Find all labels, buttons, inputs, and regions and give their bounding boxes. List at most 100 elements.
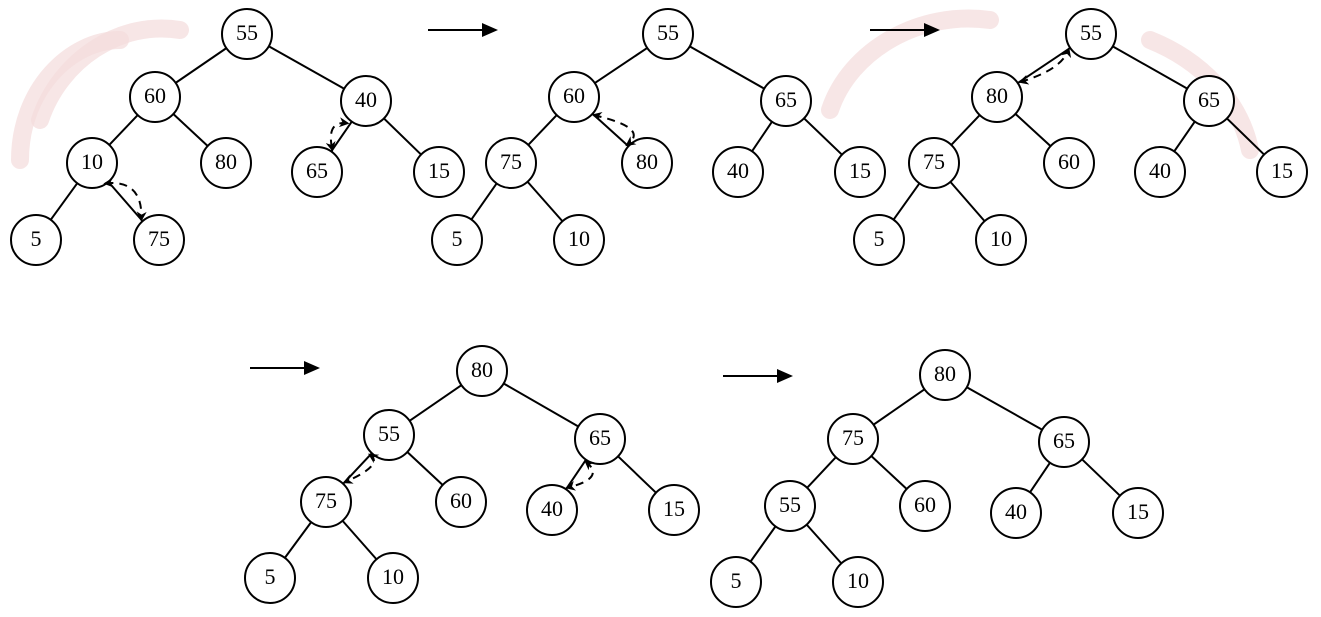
watermark xyxy=(11,9,1259,169)
node-circle xyxy=(548,71,600,123)
node-circle xyxy=(526,484,578,536)
tree-node: 10 xyxy=(553,214,605,266)
tree-node: 75 xyxy=(485,137,537,189)
tree-node: 5 xyxy=(431,214,483,266)
swap-arrow xyxy=(103,177,147,222)
tree-node: 75 xyxy=(133,214,185,266)
tree-edge xyxy=(1017,47,1071,84)
tree-edge xyxy=(409,384,462,422)
tree-edge xyxy=(749,525,777,563)
step-arrow xyxy=(428,23,498,37)
node-value: 55 xyxy=(378,421,400,446)
node-circle xyxy=(621,137,673,189)
tree-node: 55 xyxy=(363,409,415,461)
tree-edge xyxy=(594,47,648,84)
node-circle xyxy=(221,8,273,60)
tree-node: 55 xyxy=(764,480,816,532)
node-circle xyxy=(1065,8,1117,60)
node-circle xyxy=(712,146,764,198)
node-value: 40 xyxy=(355,87,377,112)
node-value: 75 xyxy=(842,425,864,450)
tree-node: 15 xyxy=(413,146,465,198)
tree-edge xyxy=(1226,117,1265,156)
node-circle xyxy=(431,214,483,266)
node-circle xyxy=(899,480,951,532)
node-circle xyxy=(764,480,816,532)
tree-node: 5 xyxy=(244,552,296,604)
node-circle xyxy=(853,214,905,266)
tree-node: 40 xyxy=(340,75,392,127)
tree-node: 65 xyxy=(574,413,626,465)
tree-node: 65 xyxy=(1038,416,1090,468)
node-value: 5 xyxy=(31,226,42,251)
node-value: 65 xyxy=(589,425,611,450)
node-value: 80 xyxy=(636,149,658,174)
tree-node: 60 xyxy=(548,71,600,123)
tree-edge xyxy=(107,181,144,222)
node-circle xyxy=(456,345,508,397)
node-circle xyxy=(834,146,886,198)
node-value: 15 xyxy=(849,158,871,183)
node-circle xyxy=(435,476,487,528)
node-circle xyxy=(1134,146,1186,198)
node-circle xyxy=(908,137,960,189)
tree-node: 15 xyxy=(648,484,700,536)
tree-node: 55 xyxy=(642,8,694,60)
tree-node: 5 xyxy=(853,214,905,266)
node-value: 5 xyxy=(731,568,742,593)
node-circle xyxy=(990,487,1042,539)
node-circle xyxy=(1038,416,1090,468)
swap-arrow xyxy=(342,453,380,484)
tree-node: 40 xyxy=(712,146,764,198)
tree-edge xyxy=(341,520,378,560)
tree-node: 40 xyxy=(526,484,578,536)
tree-edge xyxy=(330,121,353,152)
tree-edge xyxy=(892,182,921,221)
node-circle xyxy=(710,556,762,608)
tree-node: 40 xyxy=(990,487,1042,539)
node-value: 55 xyxy=(1080,20,1102,45)
node-value: 15 xyxy=(1271,158,1293,183)
tree-node: 55 xyxy=(221,8,273,60)
node-value: 65 xyxy=(1198,87,1220,112)
node-value: 10 xyxy=(568,226,590,251)
tree-edge xyxy=(949,181,986,222)
node-circle xyxy=(648,484,700,536)
node-circle xyxy=(300,476,352,528)
tree-node: 80 xyxy=(200,137,252,189)
tree-node: 40 xyxy=(1134,146,1186,198)
tree-edge xyxy=(1112,45,1188,90)
tree-node: 15 xyxy=(834,146,886,198)
tree-edge xyxy=(527,114,558,146)
tree-edge xyxy=(1029,462,1051,493)
node-circle xyxy=(66,137,118,189)
node-circle xyxy=(642,8,694,60)
tree-edge xyxy=(805,523,843,565)
tree-edge xyxy=(1081,458,1121,497)
node-value: 40 xyxy=(727,158,749,183)
node-circle xyxy=(760,75,812,127)
node-value: 10 xyxy=(382,564,404,589)
tree-node: 10 xyxy=(975,214,1027,266)
node-circle xyxy=(129,71,181,123)
tree-node: 5 xyxy=(710,556,762,608)
tree-edge xyxy=(689,45,765,90)
node-value: 60 xyxy=(563,83,585,108)
node-value: 55 xyxy=(236,20,258,45)
node-value: 5 xyxy=(265,564,276,589)
step-arrow xyxy=(870,23,940,37)
node-value: 15 xyxy=(428,158,450,183)
tree-edge xyxy=(803,117,843,156)
tree-node: 75 xyxy=(827,413,879,465)
node-value: 10 xyxy=(81,149,103,174)
node-circle xyxy=(574,413,626,465)
node-value: 60 xyxy=(144,83,166,108)
tree-edge xyxy=(751,121,773,152)
node-circle xyxy=(133,214,185,266)
node-circle xyxy=(919,349,971,401)
tree-node: 15 xyxy=(1256,146,1308,198)
